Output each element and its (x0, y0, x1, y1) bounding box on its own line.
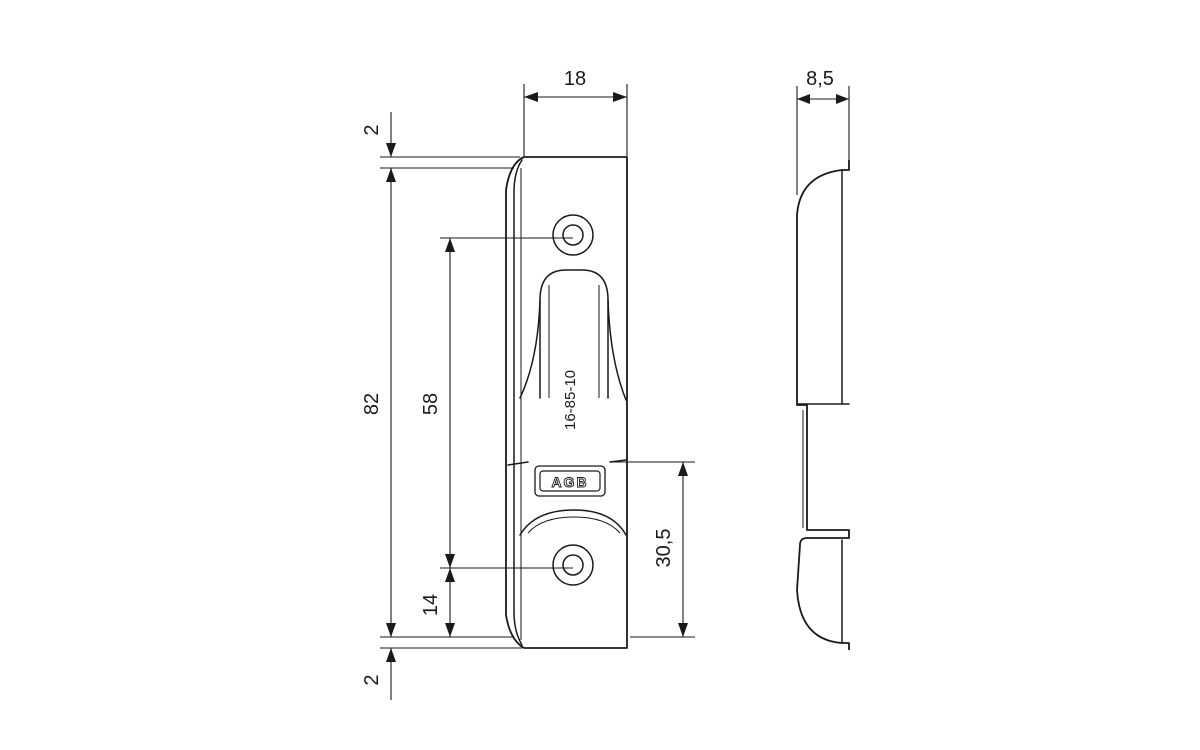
logo-text: AGB (551, 474, 588, 490)
front-left-rebate (513, 159, 523, 646)
top-mounting-hole (552, 214, 594, 256)
dim-label-depth: 8,5 (806, 68, 834, 90)
front-plate-outline (505, 156, 628, 649)
dimensions: 18 8,5 2 82 (361, 68, 850, 700)
dim-label-width: 18 (564, 68, 586, 90)
dim-label-bottom-hole: 14 (420, 594, 442, 616)
part-code-label: 16-85-10 (562, 370, 579, 430)
dim-height-82: 82 (361, 168, 396, 637)
dim-lower-30-5: 30,5 (612, 461, 695, 638)
lower-arch-inner (527, 516, 621, 534)
dim-label-lower-section: 30,5 (653, 529, 675, 568)
dim-label-top-offset: 2 (361, 124, 383, 135)
dim-width-18: 18 (523, 68, 628, 156)
dim-label-hole-spacing: 58 (420, 393, 442, 415)
bottom-mounting-hole (552, 544, 594, 586)
dim-label-overall: 82 (361, 393, 383, 415)
lower-arch (519, 509, 627, 536)
side-profile-outline (796, 160, 850, 650)
dim-depth-8-5: 8,5 (796, 68, 850, 195)
dim-label-bottom-offset: 2 (361, 674, 383, 685)
side-view (796, 160, 850, 650)
dim-holes-58: 58 (420, 238, 455, 568)
dim-bottom-hole-14: 14 (420, 568, 455, 637)
front-view: 16-85-10 AGB (505, 156, 628, 649)
dim-bottom-2: 2 (361, 623, 396, 700)
slot-right-flare (607, 299, 627, 401)
groove-line-left (507, 461, 529, 466)
agb-logo: AGB (534, 465, 606, 497)
slot-left-flare (519, 299, 541, 399)
latch-slot (539, 269, 609, 399)
